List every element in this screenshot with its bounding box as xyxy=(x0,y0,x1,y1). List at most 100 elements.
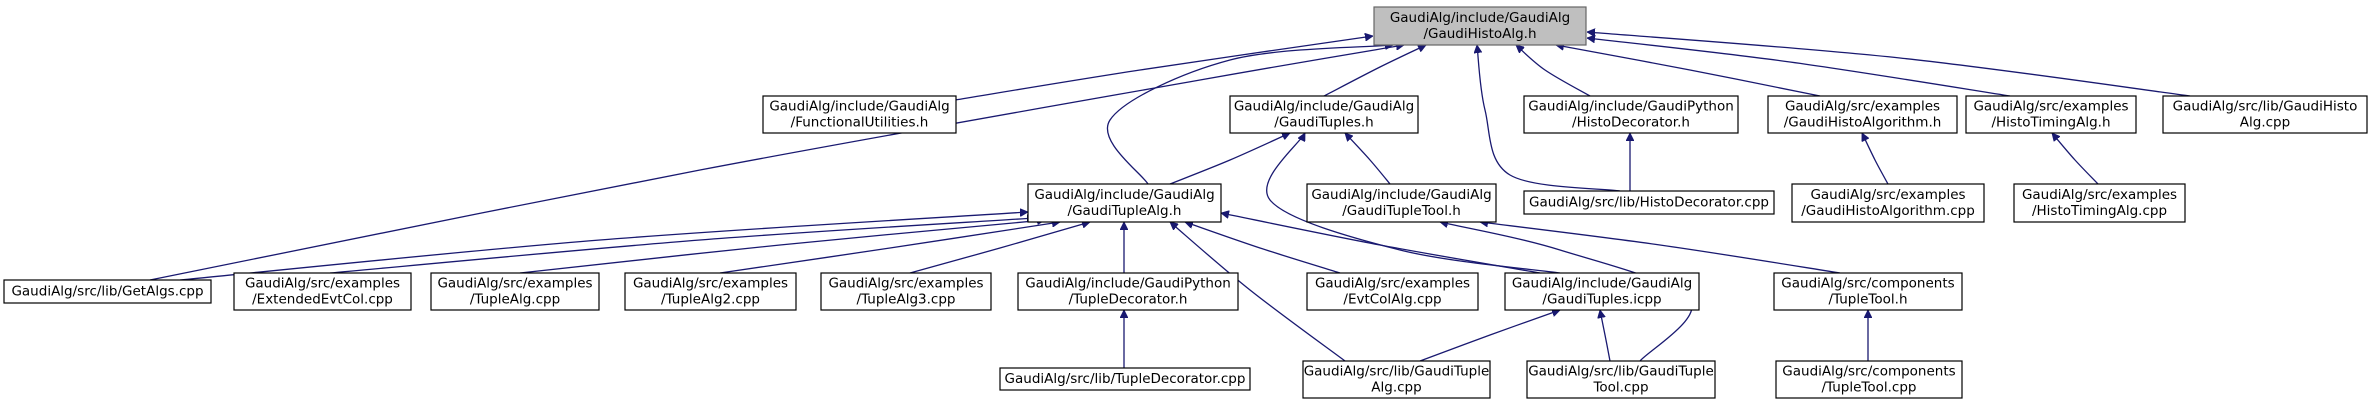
graph-node-tuple_tool_comp_cpp[interactable]: GaudiAlg/src/components/TupleTool.cpp xyxy=(1775,360,1963,399)
graph-node-histo_algorithm_cpp[interactable]: GaudiAlg/src/examples/GaudiHistoAlgorith… xyxy=(1791,183,1985,223)
dependency-edge-functional-to-root xyxy=(954,36,1373,101)
node-label-functional-line-0: GaudiAlg/include/GaudiAlg xyxy=(769,99,949,115)
node-label-histo_decorator_cpp-line-0: GaudiAlg/src/lib/HistoDecorator.cpp xyxy=(1529,195,1769,211)
node-label-histo_alg_cpp-line-1: Alg.cpp xyxy=(2240,115,2290,131)
dependency-edge-extended_evtcol-to-tuple_alg_h xyxy=(329,218,1035,274)
dependency-edge-getalgs-to-tuple_alg_h xyxy=(179,212,1028,281)
node-box-functional xyxy=(762,95,957,134)
node-label-tuples_h-line-0: GaudiAlg/include/GaudiAlg xyxy=(1234,99,1414,115)
node-label-tuple_alg2-line-1: /TupleAlg2.cpp xyxy=(661,292,760,308)
node-label-tuple_alg_h-line-0: GaudiAlg/include/GaudiAlg xyxy=(1034,187,1214,203)
node-box-tuple_alg_cpp xyxy=(1302,360,1491,399)
dependency-edge-tuple_tool_cpp-to-tuples_icpp xyxy=(1600,310,1611,362)
dependency-edge-getalgs-to-root xyxy=(149,45,1404,281)
graph-node-histo_timing_h[interactable]: GaudiAlg/src/examples/HistoTimingAlg.h xyxy=(1965,95,2137,134)
node-box-extended_evtcol xyxy=(233,272,412,311)
node-label-tuples_icpp-line-1: /GaudiTuples.icpp xyxy=(1542,292,1661,308)
node-box-histo_algorithm_cpp xyxy=(1791,183,1985,223)
dependency-edge-histo_decorator_h-to-root xyxy=(1516,45,1591,97)
node-layer: GaudiAlg/include/GaudiAlg/GaudiHistoAlg.… xyxy=(3,6,2368,399)
node-label-tuple_alg3-line-1: /TupleAlg3.cpp xyxy=(857,292,956,308)
node-label-tuple_alg3-line-0: GaudiAlg/src/examples xyxy=(828,276,983,292)
node-label-histo_timing_cpp-line-1: /HistoTimingAlg.cpp xyxy=(2032,203,2167,219)
graph-node-tuple_alg_ex[interactable]: GaudiAlg/src/examples/TupleAlg.cpp xyxy=(430,272,600,311)
node-box-root xyxy=(1373,6,1587,46)
graph-node-tuples_h[interactable]: GaudiAlg/include/GaudiAlg/GaudiTuples.h xyxy=(1229,95,1419,134)
node-box-histo_algorithm_h xyxy=(1767,95,1958,134)
node-box-evtcol_alg xyxy=(1306,272,1479,311)
graph-node-extended_evtcol[interactable]: GaudiAlg/src/examples/ExtendedEvtCol.cpp xyxy=(233,272,412,311)
node-label-tuple_alg_ex-line-1: /TupleAlg.cpp xyxy=(470,292,560,308)
node-box-histo_timing_cpp xyxy=(2013,183,2186,223)
dependency-edge-histo_timing_cpp-to-histo_timing_h xyxy=(2052,133,2099,185)
node-box-tuples_icpp xyxy=(1504,272,1700,311)
node-label-evtcol_alg-line-0: GaudiAlg/src/examples xyxy=(1315,276,1470,292)
graph-node-histo_algorithm_h[interactable]: GaudiAlg/src/examples/GaudiHistoAlgorith… xyxy=(1767,95,1958,134)
node-label-histo_timing_h-line-0: GaudiAlg/src/examples xyxy=(1973,99,2128,115)
graph-node-tuple_alg_h[interactable]: GaudiAlg/include/GaudiAlg/GaudiTupleAlg.… xyxy=(1027,183,1222,223)
node-label-tuple_tool_comp_cpp-line-0: GaudiAlg/src/components xyxy=(1782,364,1955,380)
graph-node-tuple_alg_cpp[interactable]: GaudiAlg/src/lib/GaudiTupleAlg.cpp xyxy=(1302,360,1491,399)
node-label-getalgs-line-0: GaudiAlg/src/lib/GetAlgs.cpp xyxy=(11,284,203,300)
dependency-edge-tuples_h-to-root xyxy=(1323,44,1426,97)
node-label-histo_algorithm_cpp-line-1: /GaudiHistoAlgorithm.cpp xyxy=(1801,203,1975,219)
graph-node-tuple_alg2[interactable]: GaudiAlg/src/examples/TupleAlg2.cpp xyxy=(624,272,797,311)
graph-node-evtcol_alg[interactable]: GaudiAlg/src/examples/EvtColAlg.cpp xyxy=(1306,272,1479,311)
node-label-histo_timing_cpp-line-0: GaudiAlg/src/examples xyxy=(2022,187,2177,203)
node-box-tuple_tool_comp_cpp xyxy=(1775,360,1963,399)
dependency-edge-tuple_alg_ex-to-tuple_alg_h xyxy=(519,220,1045,274)
node-label-tuple_alg_cpp-line-0: GaudiAlg/src/lib/GaudiTuple xyxy=(1304,364,1490,380)
node-label-extended_evtcol-line-0: GaudiAlg/src/examples xyxy=(245,276,400,292)
node-label-histo_algorithm_cpp-line-0: GaudiAlg/src/examples xyxy=(1810,187,1965,203)
dependency-edge-histo_algorithm_h-to-root xyxy=(1556,45,1821,97)
dependency-edge-tuple_alg_h-to-tuples_h xyxy=(1169,133,1290,185)
node-label-tuple_decorator_cpp-line-0: GaudiAlg/src/lib/TupleDecorator.cpp xyxy=(1005,371,1246,387)
graph-node-getalgs[interactable]: GaudiAlg/src/lib/GetAlgs.cpp xyxy=(3,279,212,304)
node-label-tuple_alg_cpp-line-1: Alg.cpp xyxy=(1371,380,1421,396)
graph-node-tuple_decorator_h[interactable]: GaudiAlg/include/GaudiPython/TupleDecora… xyxy=(1017,272,1239,311)
node-label-evtcol_alg-line-1: /EvtColAlg.cpp xyxy=(1343,292,1441,308)
node-label-tuple_tool_comp_h-line-1: /TupleTool.h xyxy=(1829,292,1908,308)
graph-node-histo_timing_cpp[interactable]: GaudiAlg/src/examples/HistoTimingAlg.cpp xyxy=(2013,183,2186,223)
graph-node-tuple_tool_cpp[interactable]: GaudiAlg/src/lib/GaudiTupleTool.cpp xyxy=(1526,360,1716,399)
node-label-tuples_icpp-line-0: GaudiAlg/include/GaudiAlg xyxy=(1512,276,1692,292)
graph-node-root[interactable]: GaudiAlg/include/GaudiAlg/GaudiHistoAlg.… xyxy=(1373,6,1587,46)
node-box-tuple_alg_ex xyxy=(430,272,600,311)
graph-node-histo_alg_cpp[interactable]: GaudiAlg/src/lib/GaudiHistoAlg.cpp xyxy=(2162,95,2368,134)
graph-node-histo_decorator_cpp[interactable]: GaudiAlg/src/lib/HistoDecorator.cpp xyxy=(1523,190,1775,215)
node-label-histo_alg_cpp-line-0: GaudiAlg/src/lib/GaudiHisto xyxy=(2173,99,2358,115)
node-label-root-line-0: GaudiAlg/include/GaudiAlg xyxy=(1390,10,1570,26)
dependency-edge-histo_timing_h-to-root xyxy=(1587,38,2011,97)
dependency-edge-tuple_alg_cpp-to-tuple_alg_h xyxy=(1170,222,1346,362)
graph-node-functional[interactable]: GaudiAlg/include/GaudiAlg/FunctionalUtil… xyxy=(762,95,957,134)
dependency-edge-tuple_alg2-to-tuple_alg_h xyxy=(719,222,1060,274)
node-box-tuple_tool_comp_h xyxy=(1773,272,1963,311)
graph-node-tuple_tool_h[interactable]: GaudiAlg/include/GaudiAlg/GaudiTupleTool… xyxy=(1306,183,1497,223)
dependency-edge-tuple_alg_h-to-root xyxy=(1106,45,1393,185)
dependency-edge-tuples_icpp-to-tuple_alg_h xyxy=(1221,213,1541,274)
node-label-histo_timing_h-line-1: /HistoTimingAlg.h xyxy=(1991,115,2110,131)
dependency-edge-histo_alg_cpp-to-root xyxy=(1587,32,2191,97)
graph-node-tuple_alg3[interactable]: GaudiAlg/src/examples/TupleAlg3.cpp xyxy=(820,272,992,311)
node-label-tuple_tool_comp_h-line-0: GaudiAlg/src/components xyxy=(1781,276,1954,292)
graph-node-tuple_decorator_cpp[interactable]: GaudiAlg/src/lib/TupleDecorator.cpp xyxy=(999,367,1251,391)
dependency-edge-tuple_alg3-to-tuple_alg_h xyxy=(909,222,1090,274)
graph-node-tuples_icpp[interactable]: GaudiAlg/include/GaudiAlg/GaudiTuples.ic… xyxy=(1504,272,1700,311)
dependency-edge-tuple_tool_cpp-to-tuple_tool_h xyxy=(1440,222,1693,362)
node-label-extended_evtcol-line-1: /ExtendedEvtCol.cpp xyxy=(252,292,393,308)
node-label-tuple_decorator_h-line-0: GaudiAlg/include/GaudiPython xyxy=(1025,276,1231,292)
node-label-root-line-1: /GaudiHistoAlg.h xyxy=(1423,26,1536,42)
node-label-tuples_h-line-1: /GaudiTuples.h xyxy=(1274,115,1373,131)
graph-node-tuple_tool_comp_h[interactable]: GaudiAlg/src/components/TupleTool.h xyxy=(1773,272,1963,311)
graph-node-histo_decorator_h[interactable]: GaudiAlg/include/GaudiPython/HistoDecora… xyxy=(1523,95,1739,134)
node-label-tuple_tool_h-line-1: /GaudiTupleTool.h xyxy=(1342,203,1461,219)
node-box-tuple_alg_h xyxy=(1027,183,1222,223)
dependency-edge-tuple_tool_h-to-tuples_h xyxy=(1345,133,1391,185)
dependency-edge-histo_algorithm_cpp-to-histo_algorithm_h xyxy=(1861,133,1889,185)
node-label-tuple_tool_cpp-line-0: GaudiAlg/src/lib/GaudiTuple xyxy=(1528,364,1714,380)
dependency-edge-histo_decorator_cpp-to-root xyxy=(1477,45,1621,192)
node-box-tuple_alg2 xyxy=(624,272,797,311)
node-label-tuple_decorator_h-line-1: /TupleDecorator.h xyxy=(1069,292,1188,308)
edge-layer xyxy=(149,32,2191,368)
